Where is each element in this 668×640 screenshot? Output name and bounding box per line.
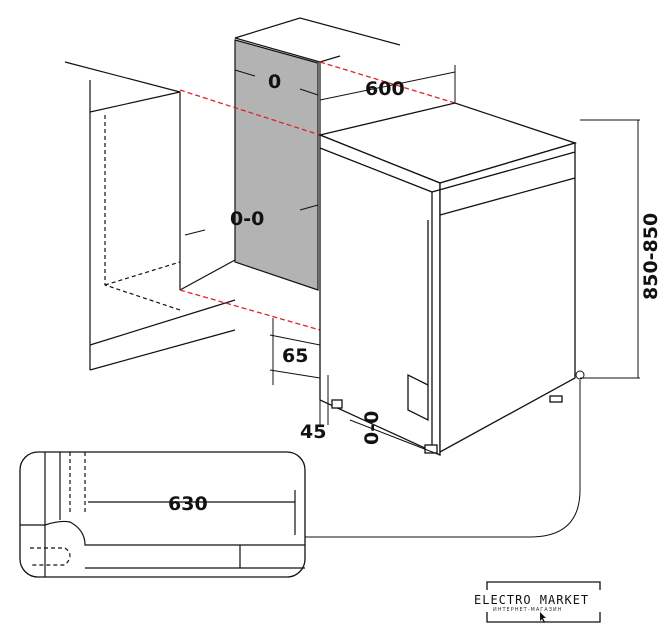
side-panel: [234, 39, 319, 291]
width-label: 600: [365, 78, 405, 100]
dishwasher: [317, 102, 578, 457]
plinth-height-label: 65: [282, 345, 308, 367]
plinth-depth-label: 45: [300, 421, 326, 443]
floor-gap-label: 0-0: [361, 411, 383, 445]
side-gap-label: 0: [268, 71, 281, 93]
logo-subtitle: ИНТЕРНЕТ-МАГАЗИН: [493, 607, 562, 613]
dimension-lines: [184, 65, 640, 538]
cursor-icon: [540, 612, 546, 623]
height-label: 850-850: [640, 213, 662, 300]
guide-lines: [179, 61, 456, 331]
electro-market-logo: ELECTRO MARKET ИНТЕРНЕТ-МАГАЗИН: [474, 581, 601, 623]
cabinet-left: [64, 61, 236, 371]
logo-name: ELECTRO MARKET: [474, 593, 589, 607]
detail-inset: 630: [19, 451, 306, 578]
panel-gap-label: 0-0: [230, 208, 264, 230]
depth-label: 630: [168, 493, 208, 515]
